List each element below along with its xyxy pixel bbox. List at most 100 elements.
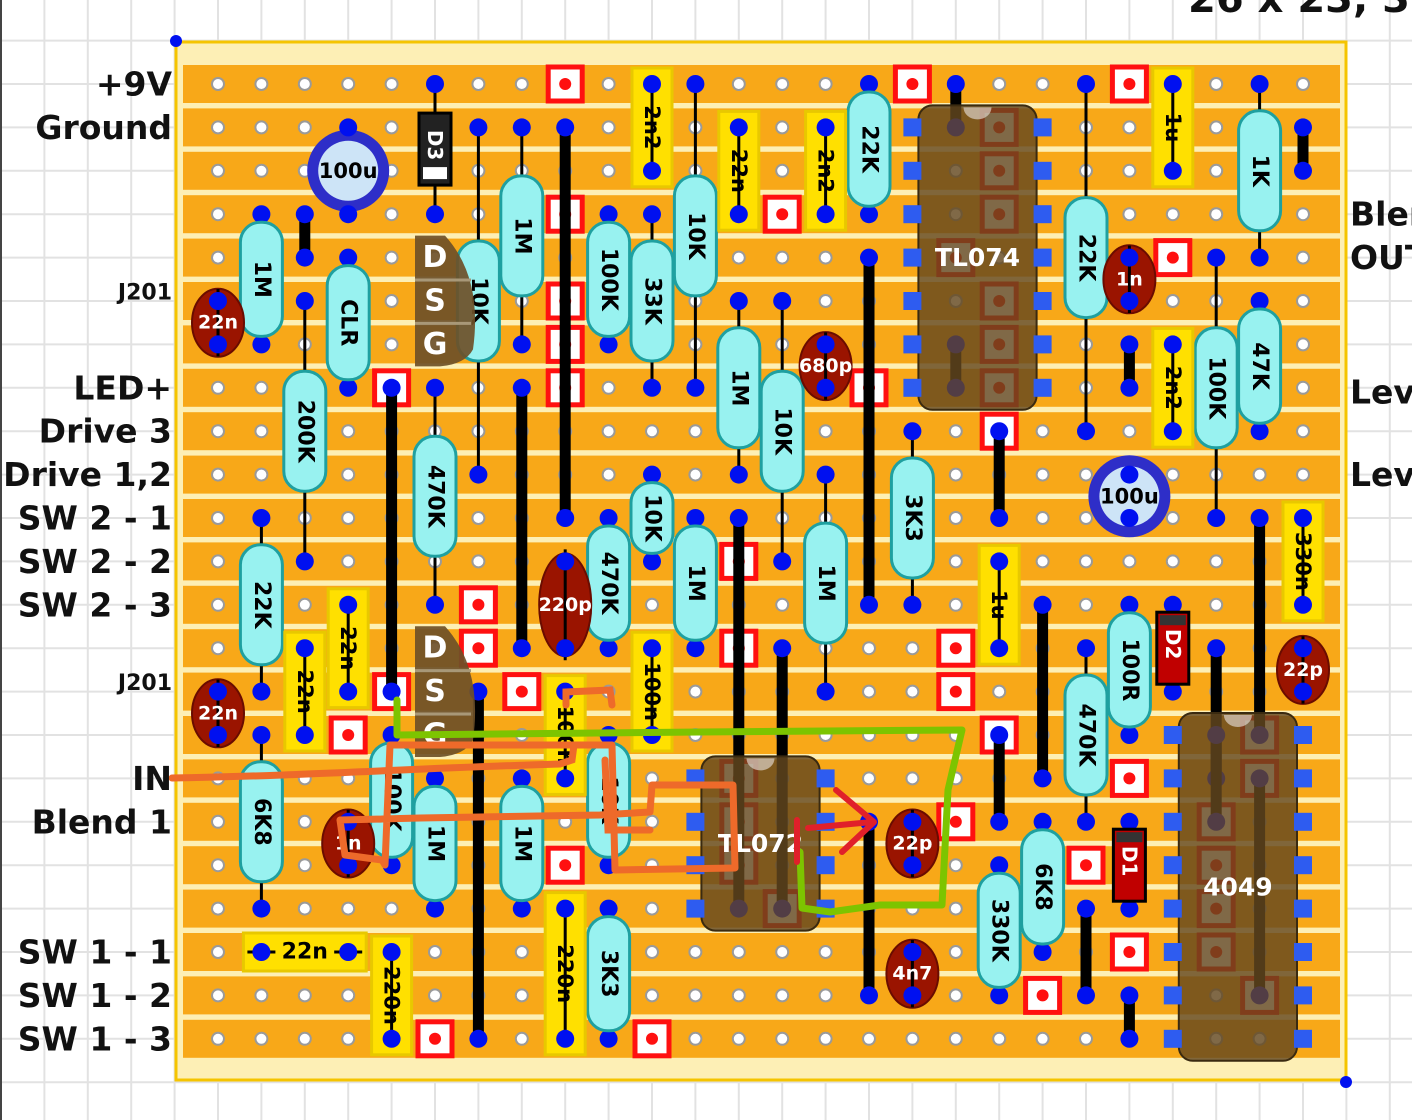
resistor: 100K [1193, 248, 1239, 527]
hole [1035, 77, 1050, 91]
ic-pin [903, 292, 922, 310]
solder-pad [1077, 422, 1095, 441]
solder-pad [426, 899, 444, 918]
track-cut [936, 672, 976, 712]
resistor-waist [244, 248, 279, 311]
hole [1035, 511, 1050, 525]
solder-pad [1120, 248, 1139, 267]
capacitor-value: 22n [282, 940, 328, 965]
hole [948, 945, 963, 959]
resistor-waist [418, 462, 452, 531]
hole [211, 814, 225, 829]
solder-pad [512, 335, 531, 354]
solder-pad [1294, 595, 1312, 614]
film-capacitor: 1u [977, 543, 1021, 666]
capacitor-value: 22p [1283, 659, 1323, 681]
solder-pad [1163, 335, 1182, 354]
solder-pad [339, 595, 358, 614]
connection-label: IN [132, 759, 172, 798]
track-cut [1023, 975, 1063, 1015]
solder-pad [1033, 943, 1052, 961]
hole [211, 467, 225, 482]
hole [211, 597, 225, 612]
film-capacitor: 22n [283, 630, 327, 753]
solder-pad [1207, 509, 1226, 527]
resistor: 330K [976, 856, 1022, 1005]
hole [471, 511, 486, 525]
solder-pad [512, 769, 531, 788]
ic-pin [1163, 769, 1182, 788]
solder-pad [1163, 422, 1182, 441]
ic-pin [1033, 205, 1052, 224]
resistor: 6K8 [238, 726, 284, 918]
resistor-waist [244, 570, 279, 639]
solder-pad [990, 639, 1009, 658]
track-cut [1066, 845, 1106, 885]
solder-pad [643, 639, 661, 658]
connection-label: Ground [35, 108, 172, 147]
solder-pad [1120, 595, 1139, 614]
film-capacitor: 1u [1151, 66, 1195, 189]
hole [341, 554, 356, 569]
solder-pad [903, 986, 922, 1005]
solder-pad [512, 639, 531, 658]
solder-pad [990, 552, 1009, 571]
resistor-value: 22K [1074, 234, 1099, 283]
capacitor-value: 4n7 [892, 963, 932, 985]
resistor-value: 470K [1074, 704, 1099, 768]
hole [254, 467, 269, 482]
solder-pad [1163, 161, 1182, 180]
connection-label: Lev [1350, 372, 1412, 411]
hole [1209, 207, 1224, 222]
solder-pad [903, 943, 922, 961]
solder-pad [295, 639, 314, 658]
hole [731, 988, 746, 1003]
resistor-value: 470K [423, 465, 448, 529]
ic-pin [1033, 378, 1052, 397]
wire-link [990, 422, 1009, 527]
jfet-pin-label: D [423, 631, 448, 666]
solder-pad [816, 335, 835, 354]
film-capacitor: 2n2 [804, 109, 848, 232]
hole [297, 1031, 312, 1046]
solder-pad [1077, 899, 1095, 918]
hole [514, 945, 529, 959]
hole [731, 250, 746, 265]
resistor-waist [504, 201, 539, 270]
wire-link [860, 248, 878, 614]
resistor-waist [287, 397, 322, 466]
capacitor-value: 22n [336, 626, 360, 670]
resistor-waist [591, 552, 626, 615]
solder-pad [686, 509, 705, 527]
resistor-value: 33K [640, 277, 665, 326]
solder-pad [903, 856, 922, 875]
solder-pad [1250, 292, 1269, 310]
hole [211, 988, 225, 1003]
hole [1296, 250, 1310, 265]
hole [297, 901, 312, 916]
hole [1122, 424, 1137, 439]
hole [645, 988, 659, 1003]
ic-pin [686, 812, 705, 831]
resistor-value: 1K [1247, 155, 1272, 188]
ic-pin [903, 248, 922, 267]
board-title: 26 x 23, 33 [1188, 0, 1412, 22]
resistor-value: 330K [987, 899, 1012, 963]
solder-pad [339, 682, 358, 701]
track-cut [892, 64, 932, 104]
solder-pad [1077, 986, 1095, 1005]
solder-pad [339, 118, 358, 137]
connection-label: SW 2 - 2 [18, 542, 172, 581]
hole [211, 511, 225, 525]
hole [645, 901, 659, 916]
connection-label: Blend 1 [32, 802, 172, 841]
solder-pad [816, 378, 835, 397]
hole [775, 77, 790, 91]
ceramic-capacitor: 22p [885, 808, 940, 879]
ceramic-capacitor: 680p [798, 331, 853, 402]
hole [1209, 77, 1224, 91]
hole [211, 207, 225, 222]
jfet-pin-label: S [424, 674, 446, 709]
ic-notch [746, 758, 775, 771]
ic-pin [1163, 1029, 1182, 1048]
